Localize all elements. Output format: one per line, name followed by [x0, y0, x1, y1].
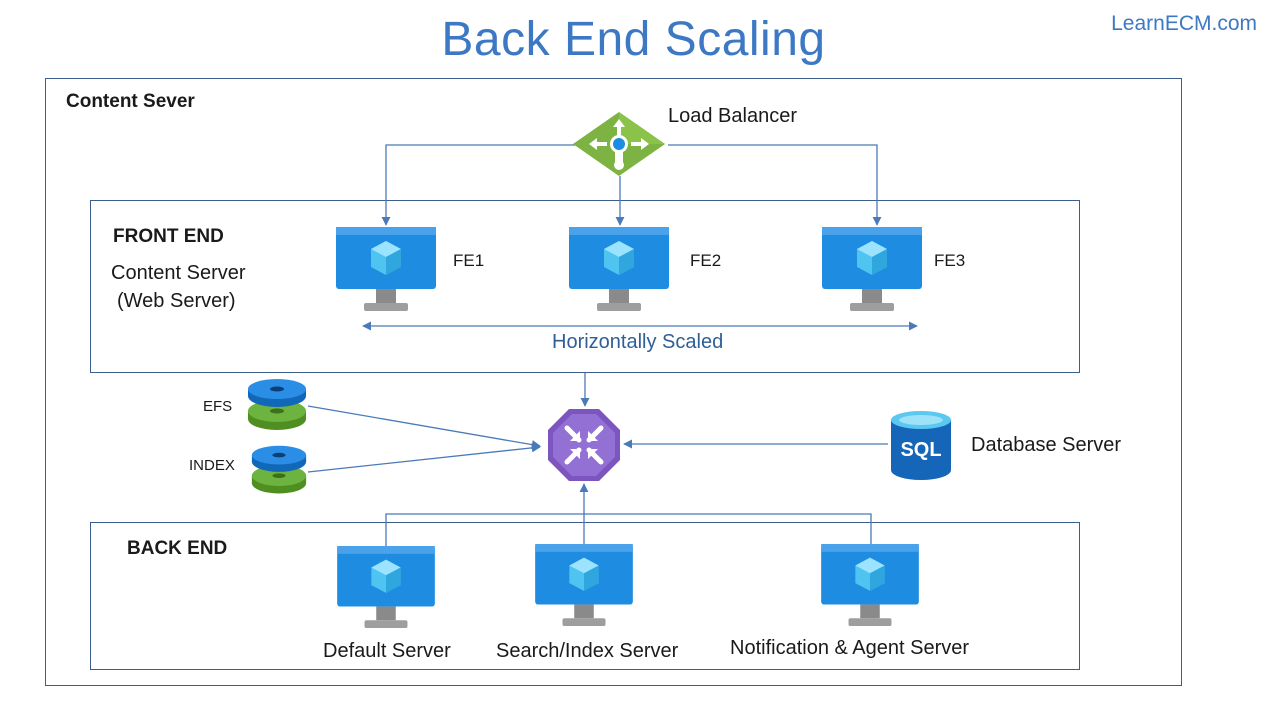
virtual-machine-icon	[337, 546, 435, 629]
fe2-server[interactable]	[569, 227, 669, 313]
fe2-label: FE2	[690, 251, 722, 270]
index-storage[interactable]	[250, 444, 308, 498]
disk-icon	[248, 379, 306, 430]
fe3-server[interactable]	[822, 227, 922, 313]
index-to-router-line	[307, 443, 541, 473]
load-balancer-label: Load Balancer	[668, 105, 797, 127]
search-index-server[interactable]	[535, 544, 633, 628]
fe1-server[interactable]	[336, 227, 436, 313]
default-server-label: Default Server	[323, 640, 451, 662]
horizontally-scaled-label: Horizontally Scaled	[552, 331, 724, 353]
sql-database-icon: SQL	[891, 411, 951, 480]
front-end-heading: FRONT END	[113, 226, 224, 247]
notification-agent-server[interactable]	[821, 544, 919, 628]
content-server-box	[45, 78, 1182, 686]
load-balancer[interactable]	[571, 110, 667, 178]
efs-storage[interactable]	[246, 379, 308, 433]
fe3-label: FE3	[934, 251, 966, 270]
page-title: Back End Scaling	[441, 13, 826, 66]
front-end-subtitle-line1: Content Server	[111, 262, 246, 284]
front-end-box	[90, 200, 1080, 373]
router-icon	[548, 409, 620, 481]
efs-to-router-line	[307, 405, 541, 450]
efs-label: EFS	[203, 398, 233, 415]
sql-icon-text: SQL	[900, 439, 941, 461]
database-server[interactable]: SQL	[889, 410, 953, 482]
lb-to-fe3-line	[668, 144, 882, 226]
notification-agent-server-label: Notification & Agent Server	[730, 637, 970, 659]
index-label: INDEX	[189, 457, 235, 474]
router[interactable]	[547, 408, 621, 482]
lb-to-fe1-line	[381, 144, 575, 226]
back-end-heading: BACK END	[127, 538, 228, 559]
content-server-label: Content Sever	[66, 91, 195, 112]
back-end-box	[90, 522, 1080, 670]
virtual-machine-icon	[822, 227, 922, 311]
front-end-subtitle-line2: (Web Server)	[117, 290, 236, 312]
brand-link[interactable]: LearnECM.com	[1111, 12, 1257, 35]
virtual-machine-icon	[821, 544, 919, 627]
load-balancer-icon	[573, 112, 665, 176]
search-index-server-label: Search/Index Server	[496, 640, 679, 662]
virtual-machine-icon	[336, 227, 436, 311]
backend-bus-line	[385, 513, 872, 546]
virtual-machine-icon	[569, 227, 669, 311]
fe1-label: FE1	[453, 251, 485, 270]
database-server-label: Database Server	[971, 434, 1122, 456]
virtual-machine-icon	[535, 544, 633, 627]
default-server[interactable]	[337, 546, 435, 630]
disk-icon	[251, 445, 307, 494]
